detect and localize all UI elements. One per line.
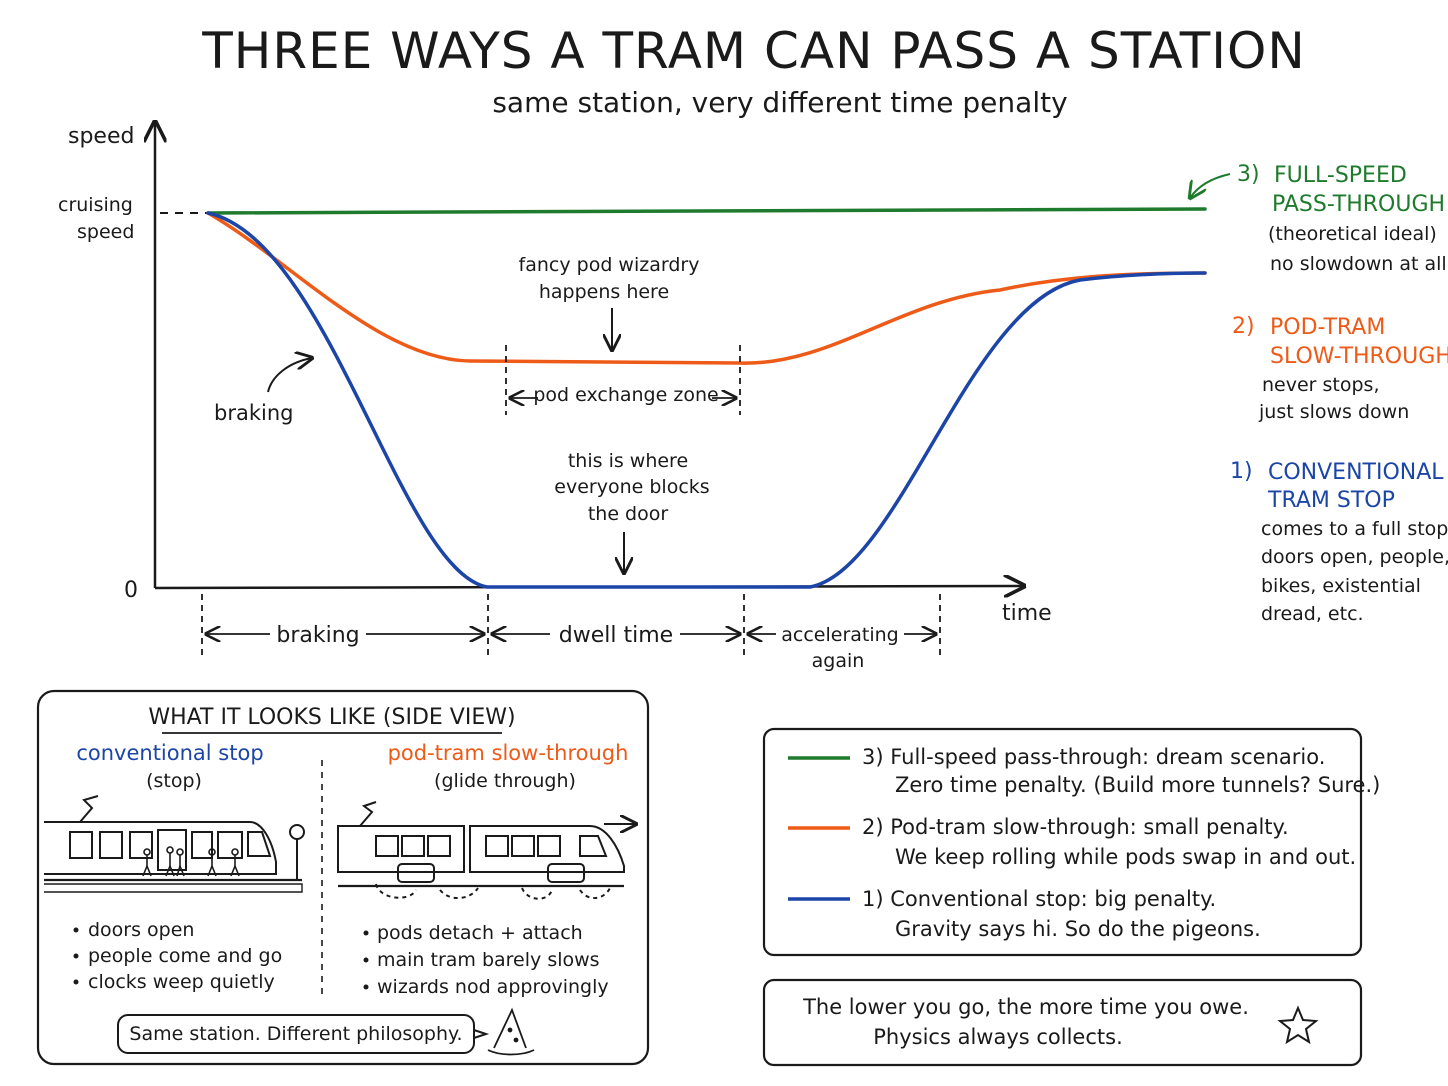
- side-legend-1-desc-2: doors open, people,: [1261, 546, 1448, 568]
- side-view-panel: [36, 689, 650, 1066]
- pod-zone-markers: [505, 345, 741, 415]
- side-legend-2-desc-2: just slows down: [1258, 401, 1409, 423]
- caption-box: [117, 1014, 475, 1054]
- footer-line2: Physics always collects.: [873, 1025, 1123, 1049]
- zero-label: 0: [124, 578, 138, 603]
- pod-tram-sub: (glide through): [434, 770, 576, 792]
- side-legend-2-desc-1: never stops,: [1262, 374, 1380, 396]
- legend-box: [762, 727, 1363, 957]
- phase-dwell-label: dwell time: [559, 623, 673, 648]
- pod-wizardry-1: fancy pod wizardry: [519, 254, 700, 276]
- side-legend-1-title-2: TRAM STOP: [1267, 488, 1395, 513]
- pod-tram-bullet-3: wizards nod approvingly: [377, 976, 609, 998]
- page-title: THREE WAYS A TRAM CAN PASS A STATION: [201, 22, 1306, 80]
- side-legend-1-desc-3: bikes, existential: [1261, 575, 1421, 597]
- pod-tram-title: pod-tram slow-through: [388, 741, 629, 765]
- legend-2-line2: We keep rolling while pods swap in and o…: [895, 845, 1356, 869]
- phase-markers: [201, 594, 941, 660]
- side-legend-1-desc-1: comes to a full stop,: [1261, 518, 1448, 540]
- side-legend-3-num: 3): [1237, 162, 1260, 187]
- page-subtitle: same station, very different time penalt…: [492, 86, 1067, 119]
- conventional-tram-illustration: [44, 795, 305, 893]
- phase-accel-label-2: again: [812, 650, 865, 672]
- side-legend-1-desc-4: dread, etc.: [1261, 603, 1364, 625]
- caption-tail: [473, 1029, 490, 1039]
- pod-tram-illustration: [337, 801, 636, 900]
- conventional-bullet-3: clocks weep quietly: [88, 971, 275, 993]
- legend-2-line1: 2) Pod-tram slow-through: small penalty.: [862, 815, 1289, 839]
- cruising-label-1: cruising: [58, 194, 133, 216]
- legend-3-line1: 3) Full-speed pass-through: dream scenar…: [862, 745, 1325, 769]
- pod-tram-bullets: [363, 930, 369, 990]
- pod-wizardry-2: happens here: [539, 281, 669, 303]
- curve-conventional: [206, 211, 1207, 589]
- cruising-label-2: speed: [77, 221, 134, 243]
- legend-3-line2: Zero time penalty. (Build more tunnels? …: [895, 773, 1380, 797]
- side-legend-2-num: 2): [1232, 314, 1255, 339]
- side-legend-3-title-1: FULL-SPEED: [1274, 163, 1407, 188]
- phase-accel-label-1: accelerating: [781, 624, 898, 646]
- caption-text: Same station. Different philosophy.: [129, 1023, 462, 1045]
- side-legend-2-title-2: SLOW-THROUGH: [1270, 344, 1448, 369]
- footer-line1: The lower you go, the more time you owe.: [802, 995, 1249, 1019]
- conventional-stop-sub: (stop): [146, 770, 202, 792]
- door-block-3: the door: [588, 503, 669, 525]
- side-legend-2-title-1: POD-TRAM: [1270, 315, 1385, 340]
- braking-arrow: [267, 358, 312, 393]
- pod-zone-label: pod exchange zone: [533, 384, 718, 406]
- phase-braking-label: braking: [276, 623, 359, 648]
- curve-pod-tram: [206, 211, 1207, 365]
- pod-tram-bullet-2: main tram barely slows: [377, 949, 600, 971]
- star-icon: [1277, 1005, 1319, 1045]
- footer-box: [762, 978, 1363, 1067]
- legend-green-pointer: [1190, 173, 1231, 198]
- side-legend-3-title-2: PASS-THROUGH: [1272, 192, 1445, 217]
- y-axis-label: speed: [68, 124, 134, 149]
- conventional-bullet-2: people come and go: [88, 945, 282, 967]
- braking-annotation: braking: [214, 401, 293, 425]
- side-legend-3-desc-2: no slowdown at all: [1270, 253, 1447, 275]
- pod-tram-bullet-1: pods detach + attach: [377, 922, 583, 944]
- side-legend-3-desc-1: (theoretical ideal): [1268, 223, 1437, 245]
- conventional-bullet-1: doors open: [88, 919, 194, 941]
- curve-full-speed: [206, 207, 1207, 215]
- legend-1-line1: 1) Conventional stop: big penalty.: [862, 887, 1216, 911]
- wizard-hat-icon: [487, 1007, 535, 1056]
- conventional-stop-title: conventional stop: [76, 741, 263, 765]
- side-legend-1-title-1: CONVENTIONAL: [1268, 460, 1444, 485]
- side-legend-1-num: 1): [1230, 459, 1253, 484]
- conventional-bullets: [73, 927, 79, 985]
- x-axis-label: time: [1002, 601, 1052, 626]
- door-block-1: this is where: [568, 450, 688, 472]
- legend-1-line2: Gravity says hi. So do the pigeons.: [895, 917, 1261, 941]
- door-block-2: everyone blocks: [554, 476, 709, 498]
- side-view-title: WHAT IT LOOKS LIKE (SIDE VIEW): [148, 705, 515, 730]
